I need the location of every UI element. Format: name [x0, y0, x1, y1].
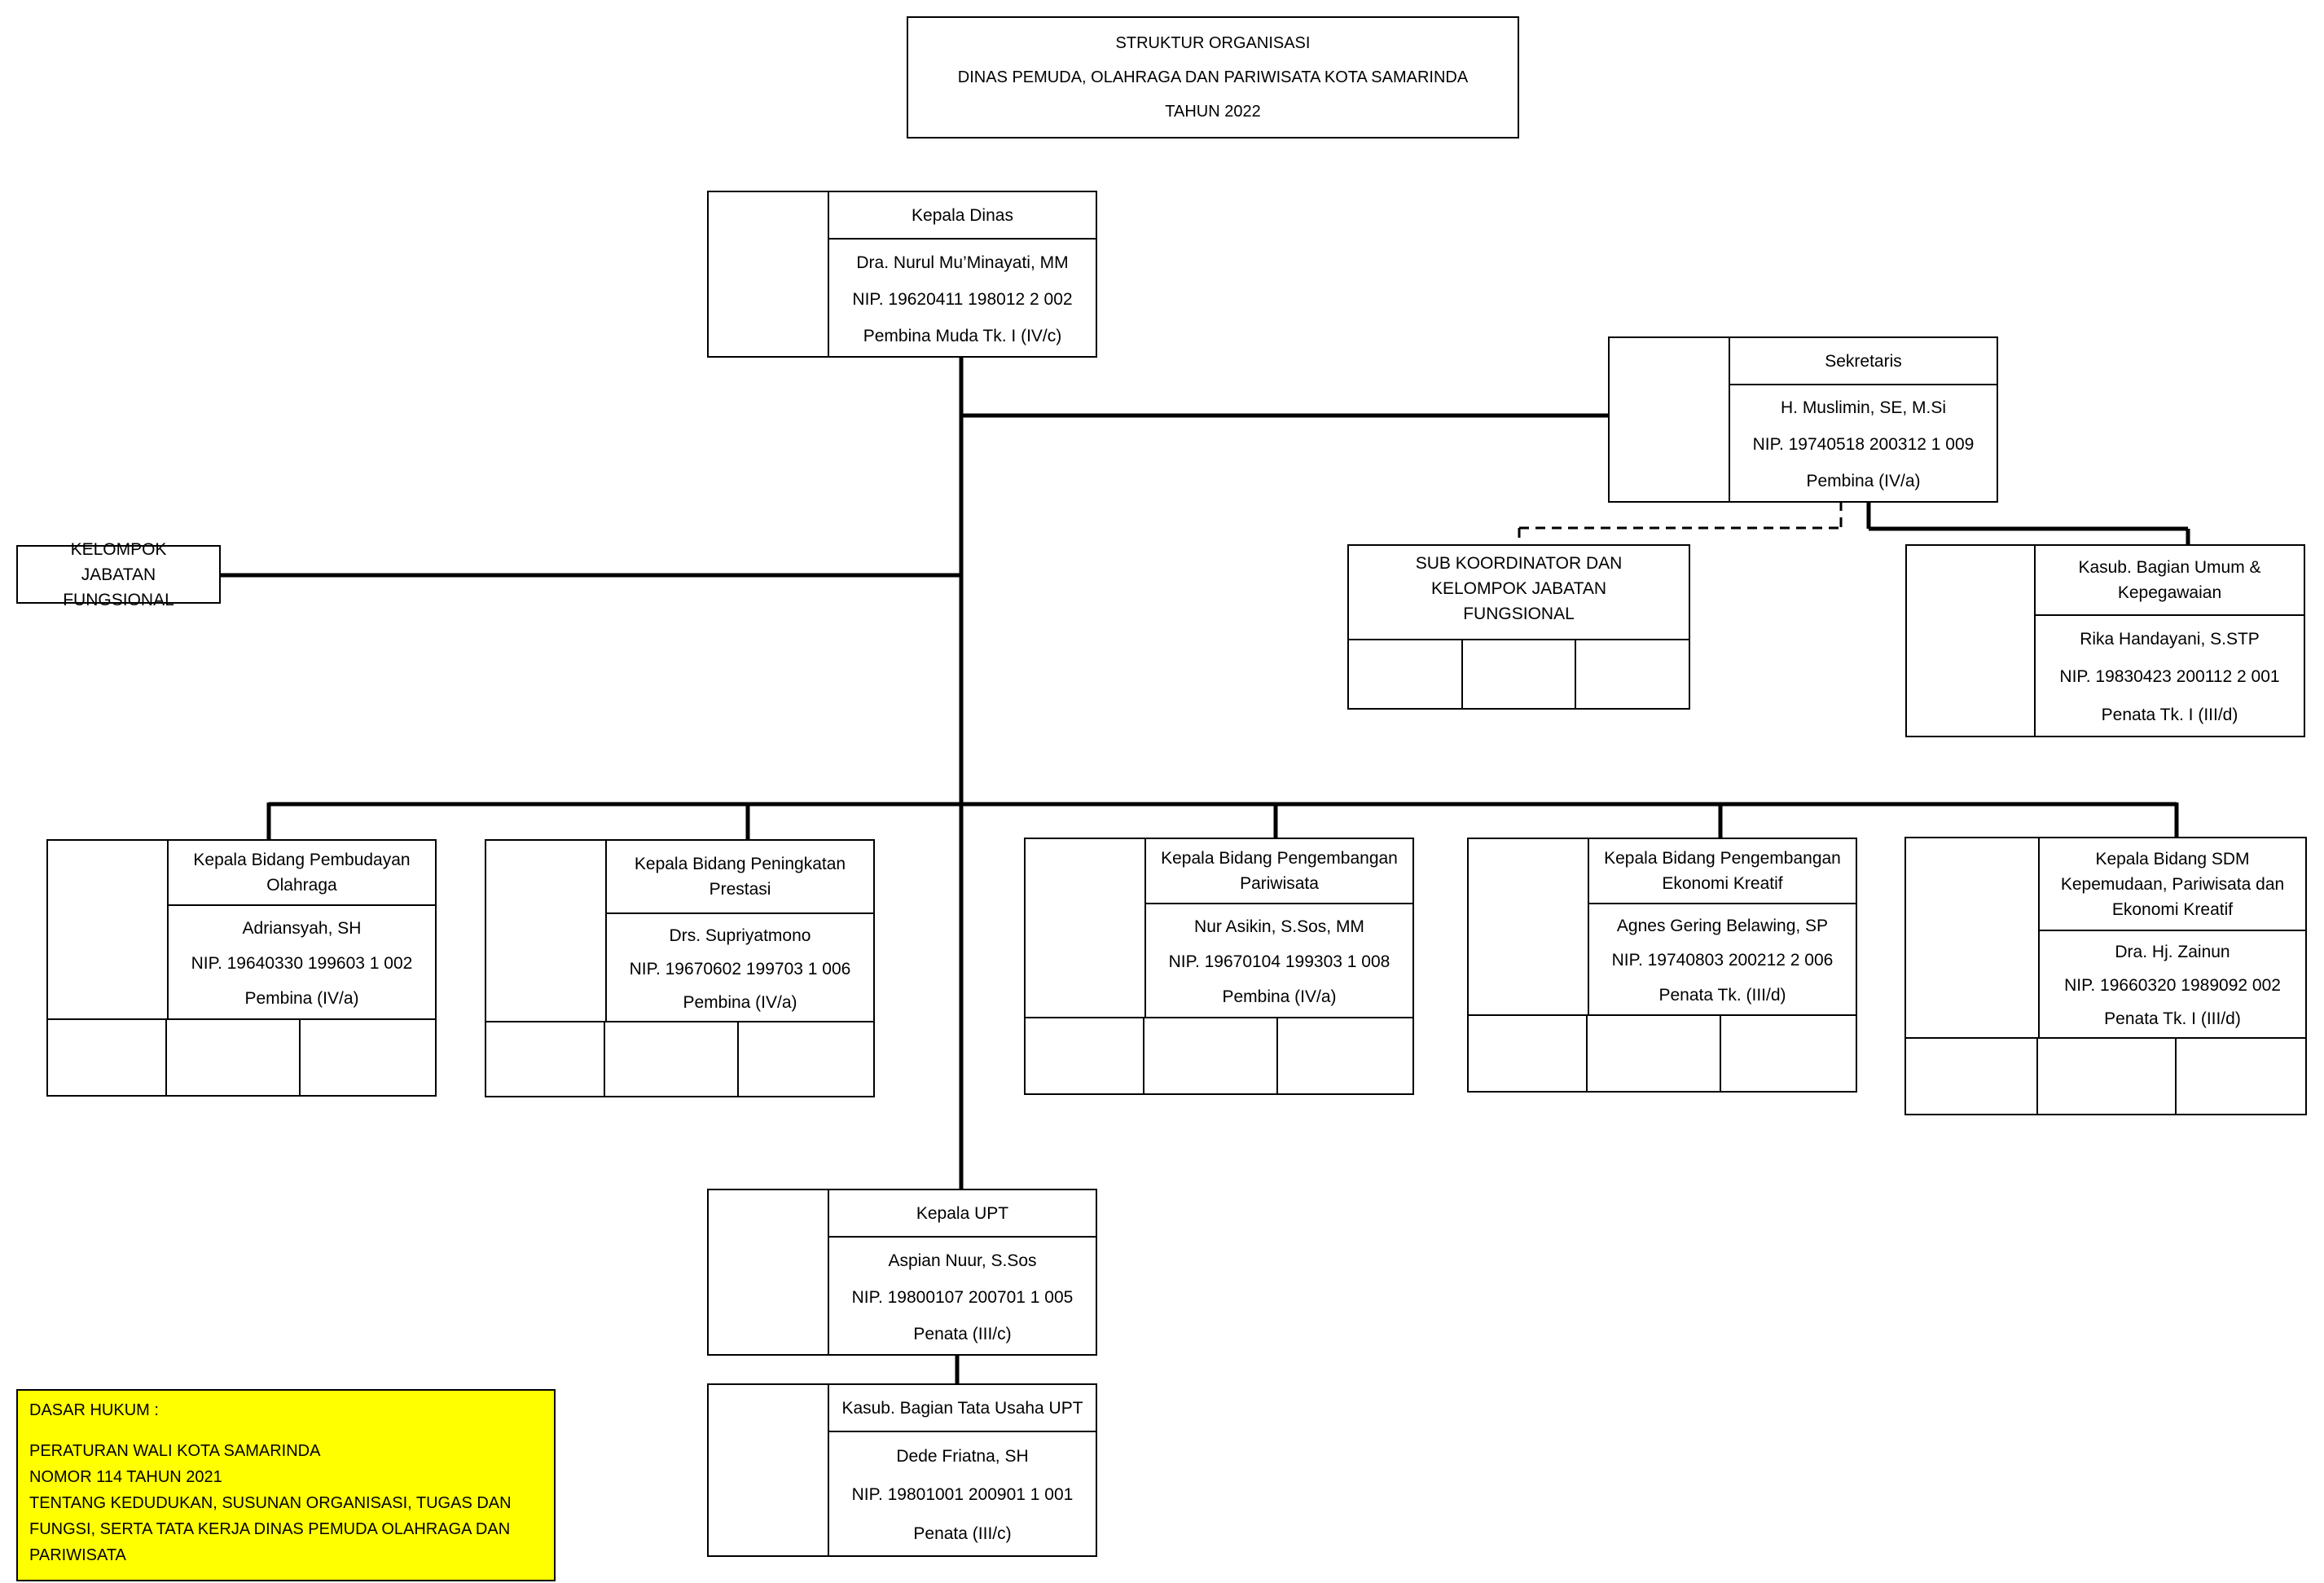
person-rank: Pembina (IV/a) [1806, 471, 1921, 490]
photo-placeholder [1907, 546, 2036, 736]
person-rank: Penata (III/c) [913, 1324, 1012, 1343]
person-nip: NIP. 19640330 199603 1 002 [191, 953, 413, 973]
person-name: Adriansyah, SH [242, 918, 362, 938]
sub-unit-slot [605, 1022, 739, 1096]
bidang-card-pariwisata: Kepala Bidang Pengembangan Pariwisata Nu… [1024, 838, 1414, 1095]
person-rank: Penata Tk. I (III/d) [2104, 1009, 2241, 1028]
dasar-hukum-heading: DASAR HUKUM : [29, 1401, 159, 1419]
dasar-hukum-box: DASAR HUKUM : PERATURAN WALI KOTA SAMARI… [16, 1389, 556, 1581]
position-title: Kepala Dinas [829, 192, 1096, 240]
person-rank: Pembina (IV/a) [244, 989, 359, 1009]
person-nip: NIP. 19830423 200112 2 001 [2059, 667, 2280, 687]
sub-unit-slot [2038, 1039, 2177, 1114]
header-line-3: TAHUN 2022 [1165, 102, 1261, 121]
person-rank: Pembina Muda Tk. I (IV/c) [863, 326, 1062, 345]
person-rank: Penata Tk. I (III/d) [2101, 705, 2238, 724]
photo-placeholder [709, 1385, 829, 1555]
position-title: Kepala Bidang Pembudayan Olahraga [169, 841, 435, 906]
person-name: Dra. Nurul Mu’Minayati, MM [856, 253, 1069, 272]
kelompok-jabatan-box: KELOMPOK JABATAN FUNGSIONAL [16, 540, 221, 609]
sub-unit-slot [301, 1020, 435, 1095]
kasub-umum-card: Kasub. Bagian Umum & Kepegawaian Rika Ha… [1905, 544, 2305, 737]
dasar-hukum-line: PERATURAN WALI KOTA SAMARINDA [29, 1442, 321, 1460]
person-rank: Penata Tk. (III/d) [1658, 985, 1786, 1005]
person-name: Agnes Gering Belawing, SP [1616, 917, 1829, 936]
position-title: Kepala Bidang Pengembangan Ekonomi Kreat… [1589, 839, 1856, 904]
person-nip: NIP. 19801001 200901 1 001 [851, 1485, 1074, 1505]
bidang-card-peningkatan: Kepala Bidang Peningkatan Prestasi Drs. … [485, 839, 875, 1097]
sub-unit-slot [167, 1020, 301, 1095]
position-title: Kepala Bidang Peningkatan Prestasi [607, 841, 873, 914]
dasar-hukum-line: NOMOR 114 TAHUN 2021 [29, 1468, 222, 1486]
position-title: Sekretaris [1730, 338, 1997, 385]
person-rank: Pembina (IV/a) [1222, 987, 1337, 1007]
person-name: Dede Friatna, SH [896, 1446, 1029, 1466]
kelompok-jabatan-label: KELOMPOK JABATAN FUNGSIONAL [63, 539, 174, 609]
sub-koordinator-slot [1463, 640, 1577, 708]
position-title: Kasub. Bagian Umum & Kepegawaian [2036, 546, 2304, 616]
sub-unit-slot [1906, 1039, 2038, 1114]
person-nip: NIP. 19740803 200212 2 006 [1611, 951, 1834, 970]
photo-placeholder [1026, 839, 1146, 1017]
person-name: Dra. Hj. Zainun [2115, 943, 2230, 962]
sub-unit-slot [739, 1022, 873, 1096]
photo-placeholder [709, 1190, 829, 1354]
dasar-hukum-line: FUNGSI, SERTA TATA KERJA DINAS PEMUDA OL… [29, 1520, 511, 1538]
person-name: Drs. Supriyatmono [669, 926, 811, 945]
bidang-card-ekonomi-kreatif: Kepala Bidang Pengembangan Ekonomi Kreat… [1467, 838, 1857, 1093]
kepala-upt-card: Kepala UPT Aspian Nuur, S.Sos NIP. 19800… [707, 1189, 1097, 1356]
sub-unit-slot [1721, 1016, 1856, 1091]
sub-koordinator-box: SUB KOORDINATOR DAN KELOMPOK JABATAN FUN… [1347, 544, 1690, 710]
sub-koordinator-label: SUB KOORDINATOR DAN KELOMPOK JABATAN FUN… [1349, 546, 1689, 640]
person-rank: Penata (III/c) [913, 1524, 1012, 1544]
person-nip: NIP. 19670104 199303 1 008 [1168, 952, 1390, 971]
sub-unit-slot [2177, 1039, 2305, 1114]
photo-placeholder [709, 192, 829, 356]
position-title: Kepala Bidang SDM Kepemudaan, Pariwisata… [2040, 838, 2305, 931]
sub-unit-slot [48, 1020, 167, 1095]
person-name: Aspian Nuur, S.Sos [888, 1251, 1037, 1270]
person-name: Rika Handayani, S.STP [2080, 630, 2260, 649]
sub-koordinator-slot [1576, 640, 1689, 708]
person-nip: NIP. 19620411 198012 2 002 [852, 289, 1073, 309]
bidang-card-pembudayan: Kepala Bidang Pembudayan Olahraga Adrian… [46, 839, 437, 1097]
bidang-card-sdm: Kepala Bidang SDM Kepemudaan, Pariwisata… [1904, 837, 2307, 1115]
person-nip: NIP. 19740518 200312 1 009 [1752, 434, 1975, 454]
person-nip: NIP. 19800107 200701 1 005 [851, 1287, 1074, 1307]
person-rank: Pembina (IV/a) [683, 992, 797, 1012]
sub-unit-slot [1278, 1018, 1412, 1093]
photo-placeholder [1610, 338, 1730, 501]
kepala-dinas-card: Kepala Dinas Dra. Nurul Mu’Minayati, MM … [707, 191, 1097, 358]
position-title: Kepala Bidang Pengembangan Pariwisata [1146, 839, 1412, 904]
sub-unit-slot [1026, 1018, 1144, 1093]
sub-unit-slot [486, 1022, 605, 1096]
header-line-2: DINAS PEMUDA, OLAHRAGA DAN PARIWISATA KO… [957, 68, 1469, 86]
sekretaris-card: Sekretaris H. Muslimin, SE, M.Si NIP. 19… [1608, 336, 1998, 503]
position-title: Kepala UPT [829, 1190, 1096, 1238]
sub-unit-slot [1588, 1016, 1721, 1091]
dasar-hukum-line: PARIWISATA [29, 1546, 126, 1564]
sub-koordinator-slot [1349, 640, 1463, 708]
person-nip: NIP. 19660320 1989092 002 [2064, 975, 2281, 995]
photo-placeholder [1906, 838, 2040, 1037]
kasub-tu-upt-card: Kasub. Bagian Tata Usaha UPT Dede Friatn… [707, 1383, 1097, 1557]
sub-unit-slot [1144, 1018, 1278, 1093]
photo-placeholder [1469, 839, 1589, 1014]
person-name: H. Muslimin, SE, M.Si [1780, 398, 1947, 418]
sub-unit-slot [1469, 1016, 1588, 1091]
dasar-hukum-line: TENTANG KEDUDUKAN, SUSUNAN ORGANISASI, T… [29, 1494, 512, 1512]
person-name: Nur Asikin, S.Sos, MM [1194, 917, 1364, 936]
position-title: Kasub. Bagian Tata Usaha UPT [829, 1385, 1096, 1432]
header-title-box: STRUKTUR ORGANISASI DINAS PEMUDA, OLAHRA… [907, 16, 1519, 139]
photo-placeholder [486, 841, 607, 1021]
header-line-1: STRUKTUR ORGANISASI [1115, 33, 1311, 52]
photo-placeholder [48, 841, 169, 1018]
person-nip: NIP. 19670602 199703 1 006 [629, 959, 851, 978]
